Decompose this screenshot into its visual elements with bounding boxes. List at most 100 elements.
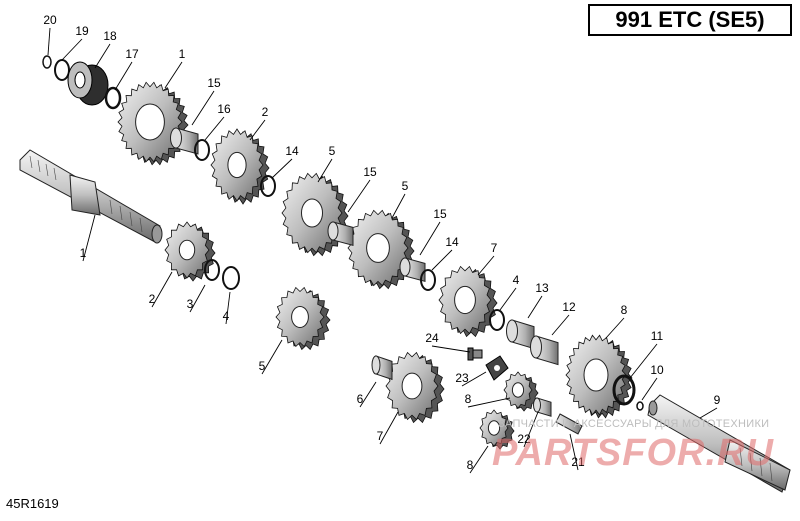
gear-3 <box>281 172 349 257</box>
leader-c19 <box>225 291 231 325</box>
callout-c21: 4 <box>513 273 520 287</box>
callout-c15: 7 <box>491 241 498 255</box>
gear-10 <box>503 371 539 412</box>
callout-c16: 1 <box>80 246 87 260</box>
small-parts-group <box>42 55 644 435</box>
leader-c30 <box>523 411 539 448</box>
snap-ring-2 <box>260 175 276 197</box>
leader-c5 <box>164 61 183 89</box>
callout-c31: 11 <box>651 329 664 343</box>
leader-c28 <box>379 411 399 445</box>
needle-bearing-1 <box>170 127 199 155</box>
leader-c16 <box>82 214 96 262</box>
leader-c9 <box>271 158 293 179</box>
callout-c3: 18 <box>103 29 117 43</box>
watermark-logo: PARTSFOR.RU <box>492 432 774 474</box>
leader-c12 <box>391 193 406 219</box>
leader-c27 <box>359 381 377 408</box>
callout-c30: 22 <box>517 432 531 446</box>
callout-c25: 24 <box>425 331 439 345</box>
leader-c13 <box>419 221 441 256</box>
leader-c15 <box>477 255 495 276</box>
callout-c29: 8 <box>465 392 472 406</box>
needle-bearing-2 <box>327 221 354 247</box>
callout-c24: 8 <box>621 303 628 317</box>
callout-c32: 10 <box>650 363 664 377</box>
callout-c22: 13 <box>535 281 549 295</box>
callout-c19: 4 <box>223 309 230 323</box>
leader-c3 <box>94 43 111 69</box>
callout-c28: 7 <box>377 429 384 443</box>
reference-code: 45R1619 <box>6 496 59 511</box>
leader-c33 <box>699 407 718 419</box>
callout-c33: 9 <box>714 393 721 407</box>
needle-bearing-3 <box>399 257 426 283</box>
shift-fork-23 <box>485 355 509 381</box>
callout-c23: 12 <box>562 300 576 314</box>
pin-21 <box>555 413 583 435</box>
snap-ring-1 <box>194 139 210 161</box>
roller-22 <box>533 397 552 417</box>
leader-c20 <box>261 339 283 375</box>
callout-c10: 5 <box>329 144 336 158</box>
leader-c11 <box>347 179 371 213</box>
gear-8 <box>385 351 445 424</box>
callout-c14: 14 <box>445 235 459 249</box>
pin-10 <box>636 401 644 411</box>
leader-c10 <box>317 158 333 183</box>
output-shaft <box>647 394 791 493</box>
needle-bearing-13 <box>506 319 535 350</box>
gear-4 <box>347 209 415 290</box>
leader-c21 <box>499 287 517 311</box>
gear-2 <box>210 128 270 205</box>
callout-c2: 19 <box>75 24 89 38</box>
gear-5 <box>438 265 498 338</box>
callout-c18: 3 <box>187 297 194 311</box>
input-shaft <box>19 149 163 244</box>
callout-c7: 16 <box>217 102 231 116</box>
circlip-ring <box>42 55 52 69</box>
leader-c4 <box>114 61 133 91</box>
callout-c13: 15 <box>433 207 447 221</box>
leader-c17 <box>151 271 173 308</box>
circlip-5 <box>489 309 505 331</box>
callout-c8: 2 <box>262 105 269 119</box>
callout-c34: 8 <box>467 458 474 472</box>
callout-c1: 20 <box>43 13 57 27</box>
leader-c29 <box>467 397 511 408</box>
callout-c35: 21 <box>571 455 585 469</box>
callout-c12: 5 <box>402 179 409 193</box>
callout-c11: 15 <box>363 165 377 179</box>
callout-c26: 23 <box>455 371 469 385</box>
leader-c18 <box>189 284 206 313</box>
needle-bearing-6 <box>371 355 393 381</box>
needle-bearing-12 <box>530 335 559 366</box>
model-title: 991 ETC (SE5) <box>588 4 792 36</box>
leader-c7 <box>204 116 225 141</box>
leader-lines <box>47 27 718 474</box>
watermark-text: ЗАПЧАСТИ И АКСЕССУАРЫ ДЛЯ МОТОТЕХНИКИ <box>498 418 770 430</box>
leader-c14 <box>431 249 453 271</box>
leader-c31 <box>629 343 658 379</box>
thrust-washer <box>104 86 122 110</box>
callout-c5: 1 <box>179 47 186 61</box>
snap-ring-3 <box>420 269 436 291</box>
leader-c24 <box>605 317 625 339</box>
leader-c8 <box>249 119 266 141</box>
callout-c4: 17 <box>125 47 139 61</box>
callout-c6: 15 <box>207 76 221 90</box>
leader-c32 <box>641 377 658 401</box>
leader-c2 <box>61 38 83 61</box>
ball-bearing <box>67 61 109 106</box>
leader-c34 <box>469 445 489 474</box>
leader-c23 <box>551 314 570 336</box>
thrust-washer-11 <box>612 374 636 406</box>
callout-c17: 2 <box>149 292 156 306</box>
callout-c27: 6 <box>357 392 364 406</box>
spacer-washer <box>54 59 70 81</box>
leader-c22 <box>527 295 543 319</box>
circlip-4 <box>222 266 240 290</box>
leader-c26 <box>461 371 487 387</box>
